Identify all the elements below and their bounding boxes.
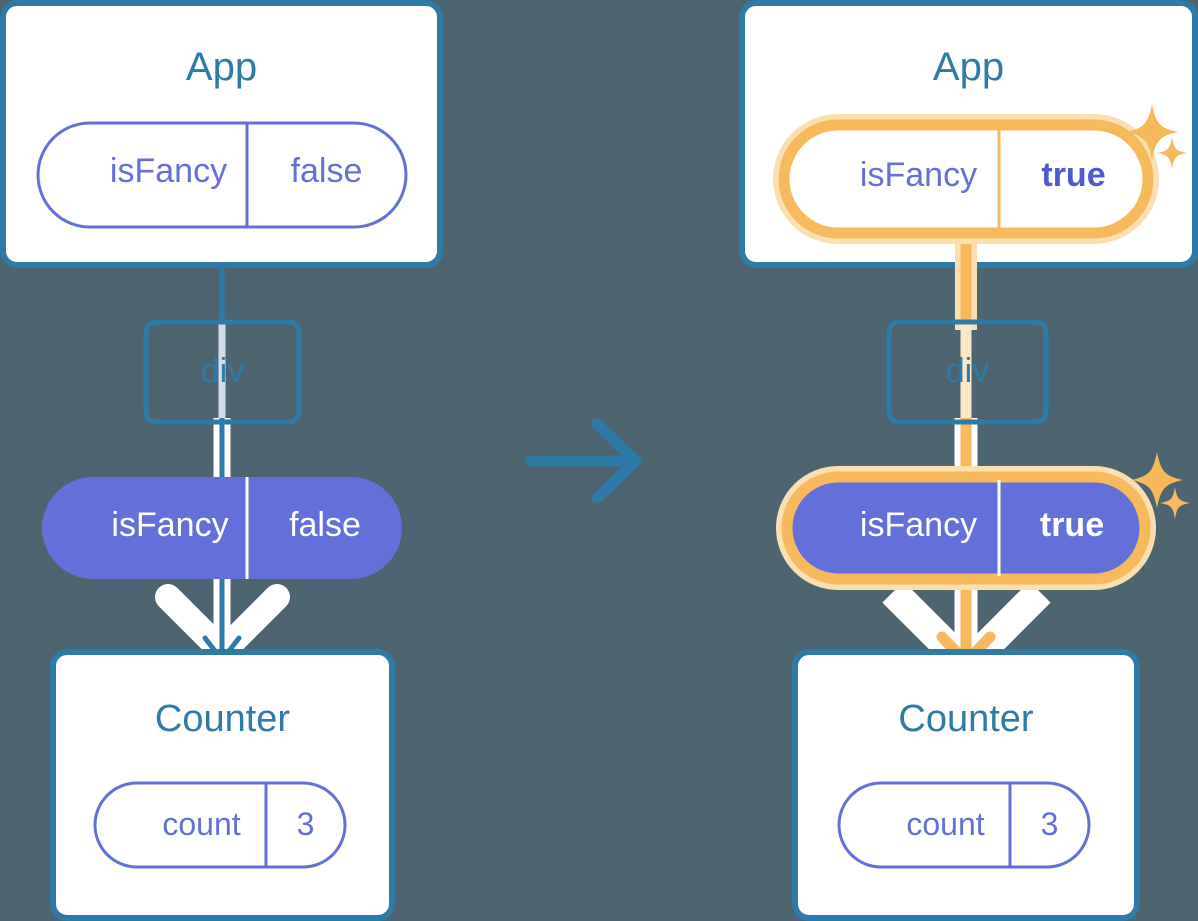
prop-pill-before-shape	[42, 477, 402, 579]
prop-pill-after-shape	[781, 471, 1151, 585]
sparkle-large-icon	[1131, 452, 1183, 508]
state-pill-counter-after-shape	[837, 781, 1091, 869]
sparkle-group-prop	[1131, 452, 1190, 519]
state-pill-app-after	[773, 114, 1159, 244]
div-box-after-outline	[886, 319, 1049, 425]
sparkle-small-icon	[1157, 137, 1187, 169]
state-pill-app-before-shape	[36, 121, 408, 229]
transition-arrowhead	[591, 418, 642, 504]
panel-before	[0, 0, 443, 921]
state-pill-app-after-shape	[778, 119, 1154, 239]
transition-arrow	[525, 418, 642, 504]
prop-pill-after	[776, 466, 1156, 590]
sparkle-group-app	[1126, 104, 1187, 169]
state-pill-app-before	[36, 121, 408, 229]
state-pill-counter-before-shape	[93, 781, 347, 869]
sparkle-small-icon	[1160, 487, 1190, 519]
state-pill-counter-after	[837, 781, 1091, 869]
state-pill-counter-before	[93, 781, 347, 869]
prop-pill-before	[42, 477, 402, 579]
div-box-before-outline	[143, 319, 302, 425]
panel-after	[739, 0, 1198, 921]
sparkle-large-icon	[1126, 104, 1178, 160]
